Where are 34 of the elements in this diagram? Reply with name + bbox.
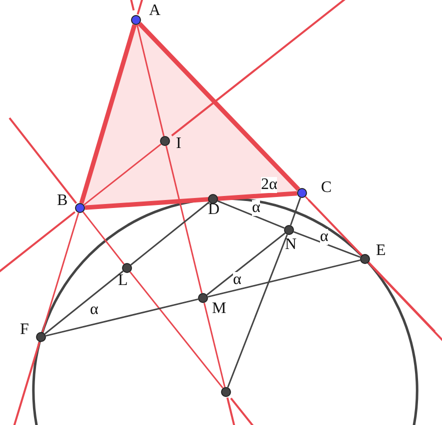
line-segment (44, 270, 124, 334)
line-segment (130, 271, 224, 389)
point-label: F (20, 322, 29, 338)
line-segment (83, 144, 162, 206)
line-segment (46, 298, 198, 337)
point-label: M (212, 301, 226, 317)
line-segment (293, 231, 361, 258)
line-segment (82, 211, 124, 265)
line-segment (136, 24, 165, 136)
line-segment (165, 146, 203, 294)
line-segment (42, 212, 80, 332)
point-label: C (321, 180, 332, 196)
point-label: N (285, 237, 297, 253)
line-segment (84, 191, 298, 210)
point-label: B (57, 193, 68, 209)
point-label: I (176, 136, 182, 152)
line-segment (290, 197, 302, 226)
line-segment (138, 22, 300, 191)
point-label: D (208, 202, 220, 218)
line-segment (130, 202, 210, 266)
line-segment (217, 200, 285, 229)
point-dot (221, 387, 231, 397)
angle-label: α (252, 200, 260, 216)
point-label: A (149, 3, 161, 19)
line-segment (208, 259, 360, 298)
line-segment (227, 234, 288, 388)
angle-label: α (320, 229, 328, 245)
line-segment (79, 24, 137, 204)
point-label: E (376, 243, 386, 259)
line-segment (206, 232, 286, 296)
line-segment (203, 302, 226, 388)
point-label: L (118, 273, 128, 289)
line-segment (304, 196, 362, 256)
angle-label: 2α (261, 177, 278, 193)
